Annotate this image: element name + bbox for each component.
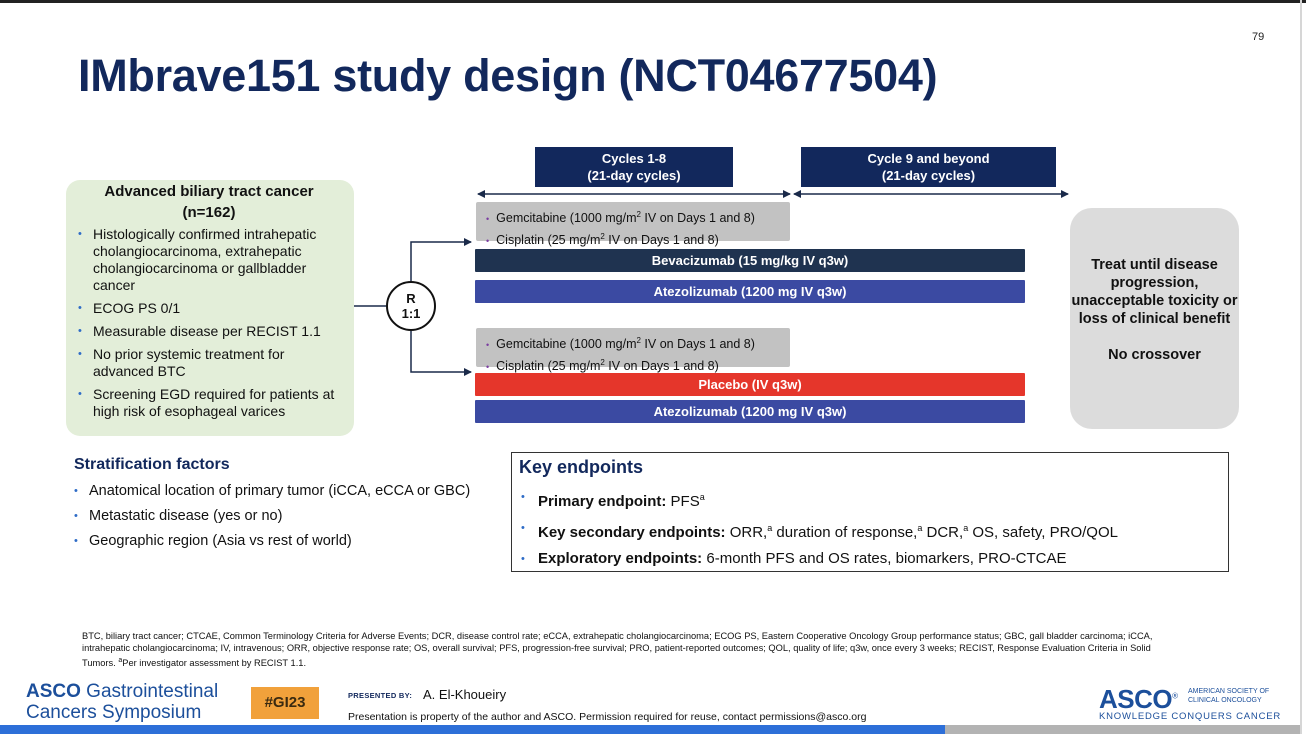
cycles-1-8-header: Cycles 1-8 (21-day cycles)	[535, 147, 733, 187]
presenter-name: A. El-Khoueiry	[423, 687, 507, 702]
population-title: Advanced biliary tract cancer	[104, 183, 314, 200]
arm1-cisplatin: •Cisplatin (25 mg/m2 IV on Days 1 and 8)	[486, 232, 719, 248]
arm2-cisplatin: •Cisplatin (25 mg/m2 IV on Days 1 and 8)	[486, 358, 719, 374]
list-item: Anatomical location of primary tumor (iC…	[74, 483, 470, 500]
list-item: Geographic region (Asia vs rest of world…	[74, 533, 470, 550]
randomization-circle: R 1:1	[386, 281, 436, 331]
stratification-title: Stratification factors	[74, 456, 230, 473]
secondary-endpoints: Key secondary endpoints: ORR,a duration …	[519, 519, 1228, 542]
population-box: Advanced biliary tract cancer (n=162) Hi…	[66, 180, 354, 436]
endpoints-list: Primary endpoint: PFSa Key secondary end…	[519, 488, 1228, 568]
asco-tagline: KNOWLEDGE CONQUERS CANCER	[1099, 711, 1282, 722]
arm2-chemo-box: •Gemcitabine (1000 mg/m2 IV on Days 1 an…	[476, 328, 790, 373]
bottom-progress-gray	[945, 725, 1300, 734]
top-border	[0, 0, 1306, 3]
arm1-gemcitabine: •Gemcitabine (1000 mg/m2 IV on Days 1 an…	[486, 210, 755, 226]
footer	[0, 674, 1300, 734]
arm2-atezolizumab-bar: Atezolizumab (1200 mg IV q3w)	[475, 400, 1025, 423]
cycle-9-header: Cycle 9 and beyond (21-day cycles)	[801, 147, 1056, 187]
property-note: Presentation is property of the author a…	[348, 711, 867, 723]
footnote: BTC, biliary tract cancer; CTCAE, Common…	[82, 631, 1153, 668]
rand-to-arm1-arrow	[410, 238, 472, 281]
list-item: Histologically confirmed intrahepatic ch…	[78, 226, 340, 294]
list-item: Screening EGD required for patients at h…	[78, 386, 340, 420]
slide-title: IMbrave151 study design (NCT04677504)	[78, 50, 938, 101]
stratification-list: Anatomical location of primary tumor (iC…	[74, 483, 470, 558]
primary-endpoint: Primary endpoint: PFSa	[519, 488, 1228, 511]
list-item: Metastatic disease (yes or no)	[74, 508, 470, 525]
treatment-text: Treat until disease progression, unaccep…	[1071, 257, 1238, 327]
arm1-atezolizumab-bar: Atezolizumab (1200 mg IV q3w)	[475, 280, 1025, 303]
arm2-gemcitabine: •Gemcitabine (1000 mg/m2 IV on Days 1 an…	[486, 336, 755, 352]
criteria-list: Histologically confirmed intrahepatic ch…	[78, 226, 340, 420]
right-border	[1300, 0, 1302, 734]
exploratory-endpoints: Exploratory endpoints: 6-month PFS and O…	[519, 550, 1228, 568]
key-endpoints-box: Key endpoints Primary endpoint: PFSa Key…	[511, 452, 1229, 572]
rand-to-arm2-arrow	[410, 331, 472, 376]
asco-society-name: AMERICAN SOCIETY OF CLINICAL ONCOLOGY	[1188, 688, 1270, 704]
arm1-chemo-box: •Gemcitabine (1000 mg/m2 IV on Days 1 an…	[476, 202, 790, 247]
list-item: Measurable disease per RECIST 1.1	[78, 323, 340, 340]
key-endpoints-title: Key endpoints	[519, 457, 644, 477]
asco-logo: ASCO®	[1099, 684, 1178, 714]
placebo-bar: Placebo (IV q3w)	[475, 373, 1025, 396]
bottom-progress-blue	[0, 725, 945, 734]
list-item: No prior systemic treatment for advanced…	[78, 346, 340, 380]
asco-gi-logo-line2: Cancers Symposium	[26, 702, 202, 723]
population-n: (n=162)	[182, 204, 236, 221]
presented-by-label: PRESENTED BY:	[348, 691, 413, 700]
page-number: 79	[1252, 31, 1265, 43]
no-crossover: No crossover	[1108, 347, 1201, 363]
treatment-box: Treat until disease progression, unaccep…	[1070, 208, 1239, 429]
list-item: ECOG PS 0/1	[78, 300, 340, 317]
bevacizumab-bar: Bevacizumab (15 mg/kg IV q3w)	[475, 249, 1025, 272]
hashtag-badge: #GI23	[251, 687, 319, 719]
asco-gi-logo-line1: ASCO Gastrointestinal	[26, 681, 219, 702]
